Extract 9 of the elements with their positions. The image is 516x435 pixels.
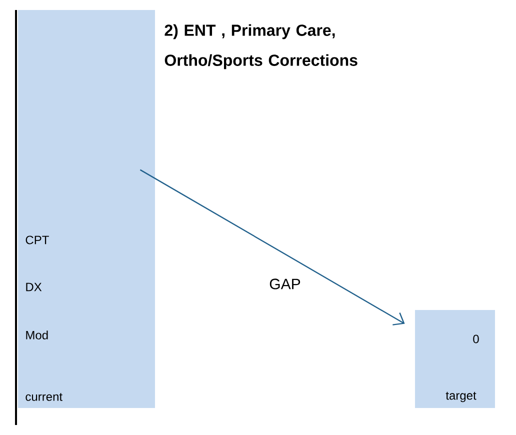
title: 2) ENT , Primary Care, Ortho/Sports Corrections — [164, 24, 358, 70]
bar-label: target — [446, 392, 476, 402]
bar-label: CPT — [26, 236, 49, 244]
bar-label: 0 — [473, 334, 479, 344]
edge-label: GAP — [270, 278, 300, 290]
arrow — [140, 169, 405, 326]
bar-label: Mod — [26, 330, 48, 340]
bar-label: current — [26, 393, 62, 401]
bar-label: DX — [26, 282, 42, 292]
